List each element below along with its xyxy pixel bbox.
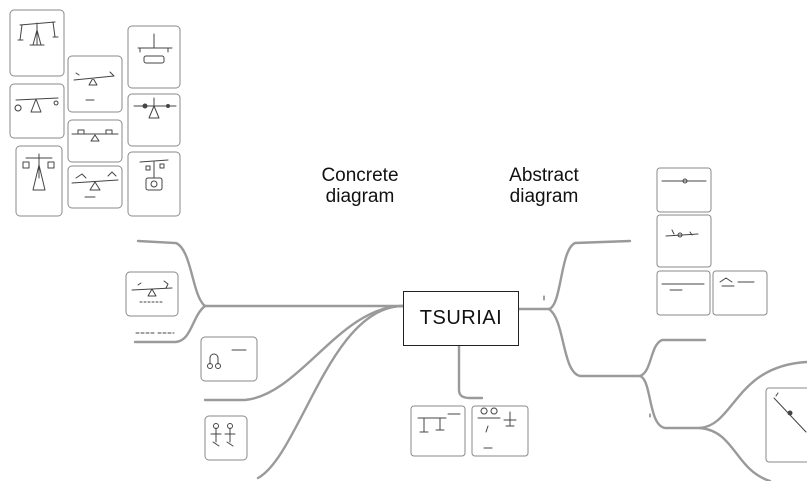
heading-concrete-line-2: diagram (325, 186, 395, 207)
branch-left-upper (136, 239, 207, 308)
sketch-card-scale (127, 25, 181, 89)
central-topic-node[interactable]: TSURIAI (403, 291, 519, 346)
sketch-card-seesaw-1 (67, 55, 123, 113)
branch-left-lower (133, 304, 207, 344)
sketch-card-pulley (200, 336, 258, 382)
branch-left-mid (203, 304, 405, 402)
sketch-card-balance-4 (127, 151, 181, 217)
sketch-card-figures (204, 415, 248, 461)
branch-left-bottom (256, 304, 405, 480)
branch-right-lower (547, 307, 642, 378)
central-topic-label: TSURIAI (419, 307, 503, 329)
branch-right-far (698, 360, 807, 430)
sketch-card-seesaw-3 (67, 165, 123, 209)
heading-abstract-line-1: Abstract (509, 165, 579, 186)
heading-concrete-diagram: Concrete diagram (298, 165, 422, 207)
heading-concrete-line-1: Concrete (321, 165, 399, 186)
branch-right-far-lower (698, 426, 772, 481)
sketch-card-bottom-1 (410, 405, 466, 457)
branch-right-upper (547, 239, 632, 311)
heading-abstract-diagram: Abstract diagram (484, 165, 604, 207)
sketch-card-lever (127, 93, 181, 147)
branch-right-sub-upper (638, 338, 707, 378)
sketch-card-balance-1 (9, 9, 65, 77)
sketch-card-balance-3 (15, 145, 63, 217)
branch-lines (133, 239, 807, 481)
abstract-card-graph (765, 387, 807, 463)
branch-right-sub-lower (638, 374, 702, 430)
sketch-card-seesaw-2 (67, 119, 123, 163)
sketch-card-balance-2 (9, 83, 65, 139)
abstract-card-line (656, 167, 712, 213)
heading-abstract-line-2: diagram (509, 186, 579, 207)
abstract-card-formula-2 (712, 270, 768, 316)
abstract-card-nodes (656, 214, 712, 268)
right-small-marks (543, 295, 651, 418)
branch-bottom (457, 344, 484, 400)
abstract-card-formula-1 (656, 270, 711, 316)
sketch-card-left-upper (125, 271, 179, 317)
sketch-card-bottom-2 (471, 405, 529, 457)
